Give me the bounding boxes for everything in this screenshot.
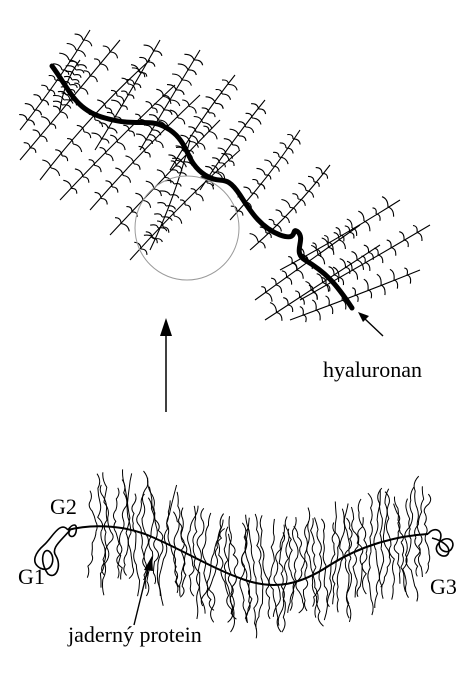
gag-chain [276, 525, 285, 575]
proteoglycan-bristles [19, 30, 430, 322]
core-protein-line [68, 526, 428, 585]
gag-chain [375, 550, 380, 608]
gag-chain [362, 553, 367, 594]
gag-chain [215, 529, 224, 567]
gag-chain [141, 534, 147, 589]
gag-chain [337, 561, 341, 612]
gag-chain [333, 563, 337, 604]
aggregate-monomer [90, 95, 200, 210]
g2-label: G2 [50, 494, 77, 519]
gag-chain [282, 573, 287, 633]
gag-chain [368, 493, 372, 552]
gag-chain [374, 490, 380, 551]
gag-chain [113, 488, 119, 533]
gag-chain [292, 517, 298, 571]
gag-chain [353, 557, 357, 598]
gag-chain [224, 527, 228, 571]
gag-chain [379, 549, 383, 599]
gag-chain [288, 529, 292, 572]
g2-domain [68, 525, 76, 536]
g3-domain [428, 530, 453, 556]
gag-chain [87, 531, 96, 577]
hyaluronan-label: hyaluronan [323, 357, 422, 382]
aggregate-monomer [92, 40, 162, 150]
gag-chain [331, 523, 335, 565]
gag-chain [425, 534, 430, 573]
g3-label: G3 [430, 574, 457, 599]
gag-chain [335, 502, 339, 564]
gag-chain [394, 544, 400, 584]
gag-chain [340, 509, 345, 562]
aggregate-monomer [130, 150, 240, 260]
gag-chain [415, 486, 424, 537]
gag-chain [124, 533, 131, 575]
gag-chain [142, 471, 148, 534]
gag-chain [134, 533, 140, 596]
gag-chain [273, 574, 280, 616]
gag-chain [424, 494, 430, 534]
g1-label: G1 [18, 564, 45, 589]
gag-chains [87, 469, 430, 638]
gag-chain [315, 517, 322, 566]
gag-chain [311, 518, 316, 567]
gag-chain [126, 533, 134, 579]
gag-chain [303, 569, 307, 611]
gag-chain [357, 555, 362, 597]
gag-chain [383, 489, 388, 547]
gag-chain [245, 579, 252, 619]
gag-chain [324, 565, 329, 606]
gag-chain [296, 570, 304, 613]
gag-chain [159, 544, 167, 606]
gag-chain [389, 545, 394, 599]
gag-chain [414, 476, 421, 536]
hyaluronan-pointer [358, 312, 383, 336]
proteoglycan-monomer: G2 G1 G3 jaderný protein [18, 469, 457, 647]
core-protein-label: jaderný protein [67, 622, 202, 647]
gag-chain [307, 521, 311, 568]
gag-chain [290, 572, 295, 611]
gag-chain [132, 494, 136, 534]
aggregate-monomer [144, 140, 194, 250]
gag-chain [97, 474, 103, 532]
proteoglycan-aggregate: hyaluronan [19, 30, 430, 382]
gag-chain [228, 516, 231, 573]
gag-chain [321, 519, 326, 566]
gag-chain [207, 564, 215, 622]
gag-chain [368, 552, 373, 615]
gag-chain [246, 515, 256, 578]
gag-chain [103, 472, 111, 532]
gag-chain [148, 478, 155, 537]
gag-chain [202, 513, 210, 562]
aggregate-monomer [53, 60, 87, 110]
gag-chain [121, 480, 127, 533]
gag-chain [116, 532, 121, 578]
gag-chain [189, 555, 194, 596]
assembly-arrow [160, 318, 172, 412]
aggregate-monomer [300, 225, 430, 300]
gag-chain [415, 536, 422, 577]
gag-chain [271, 519, 274, 575]
gag-chain [180, 553, 186, 597]
gag-chain [167, 500, 171, 546]
aggregate-monomer [19, 30, 92, 130]
